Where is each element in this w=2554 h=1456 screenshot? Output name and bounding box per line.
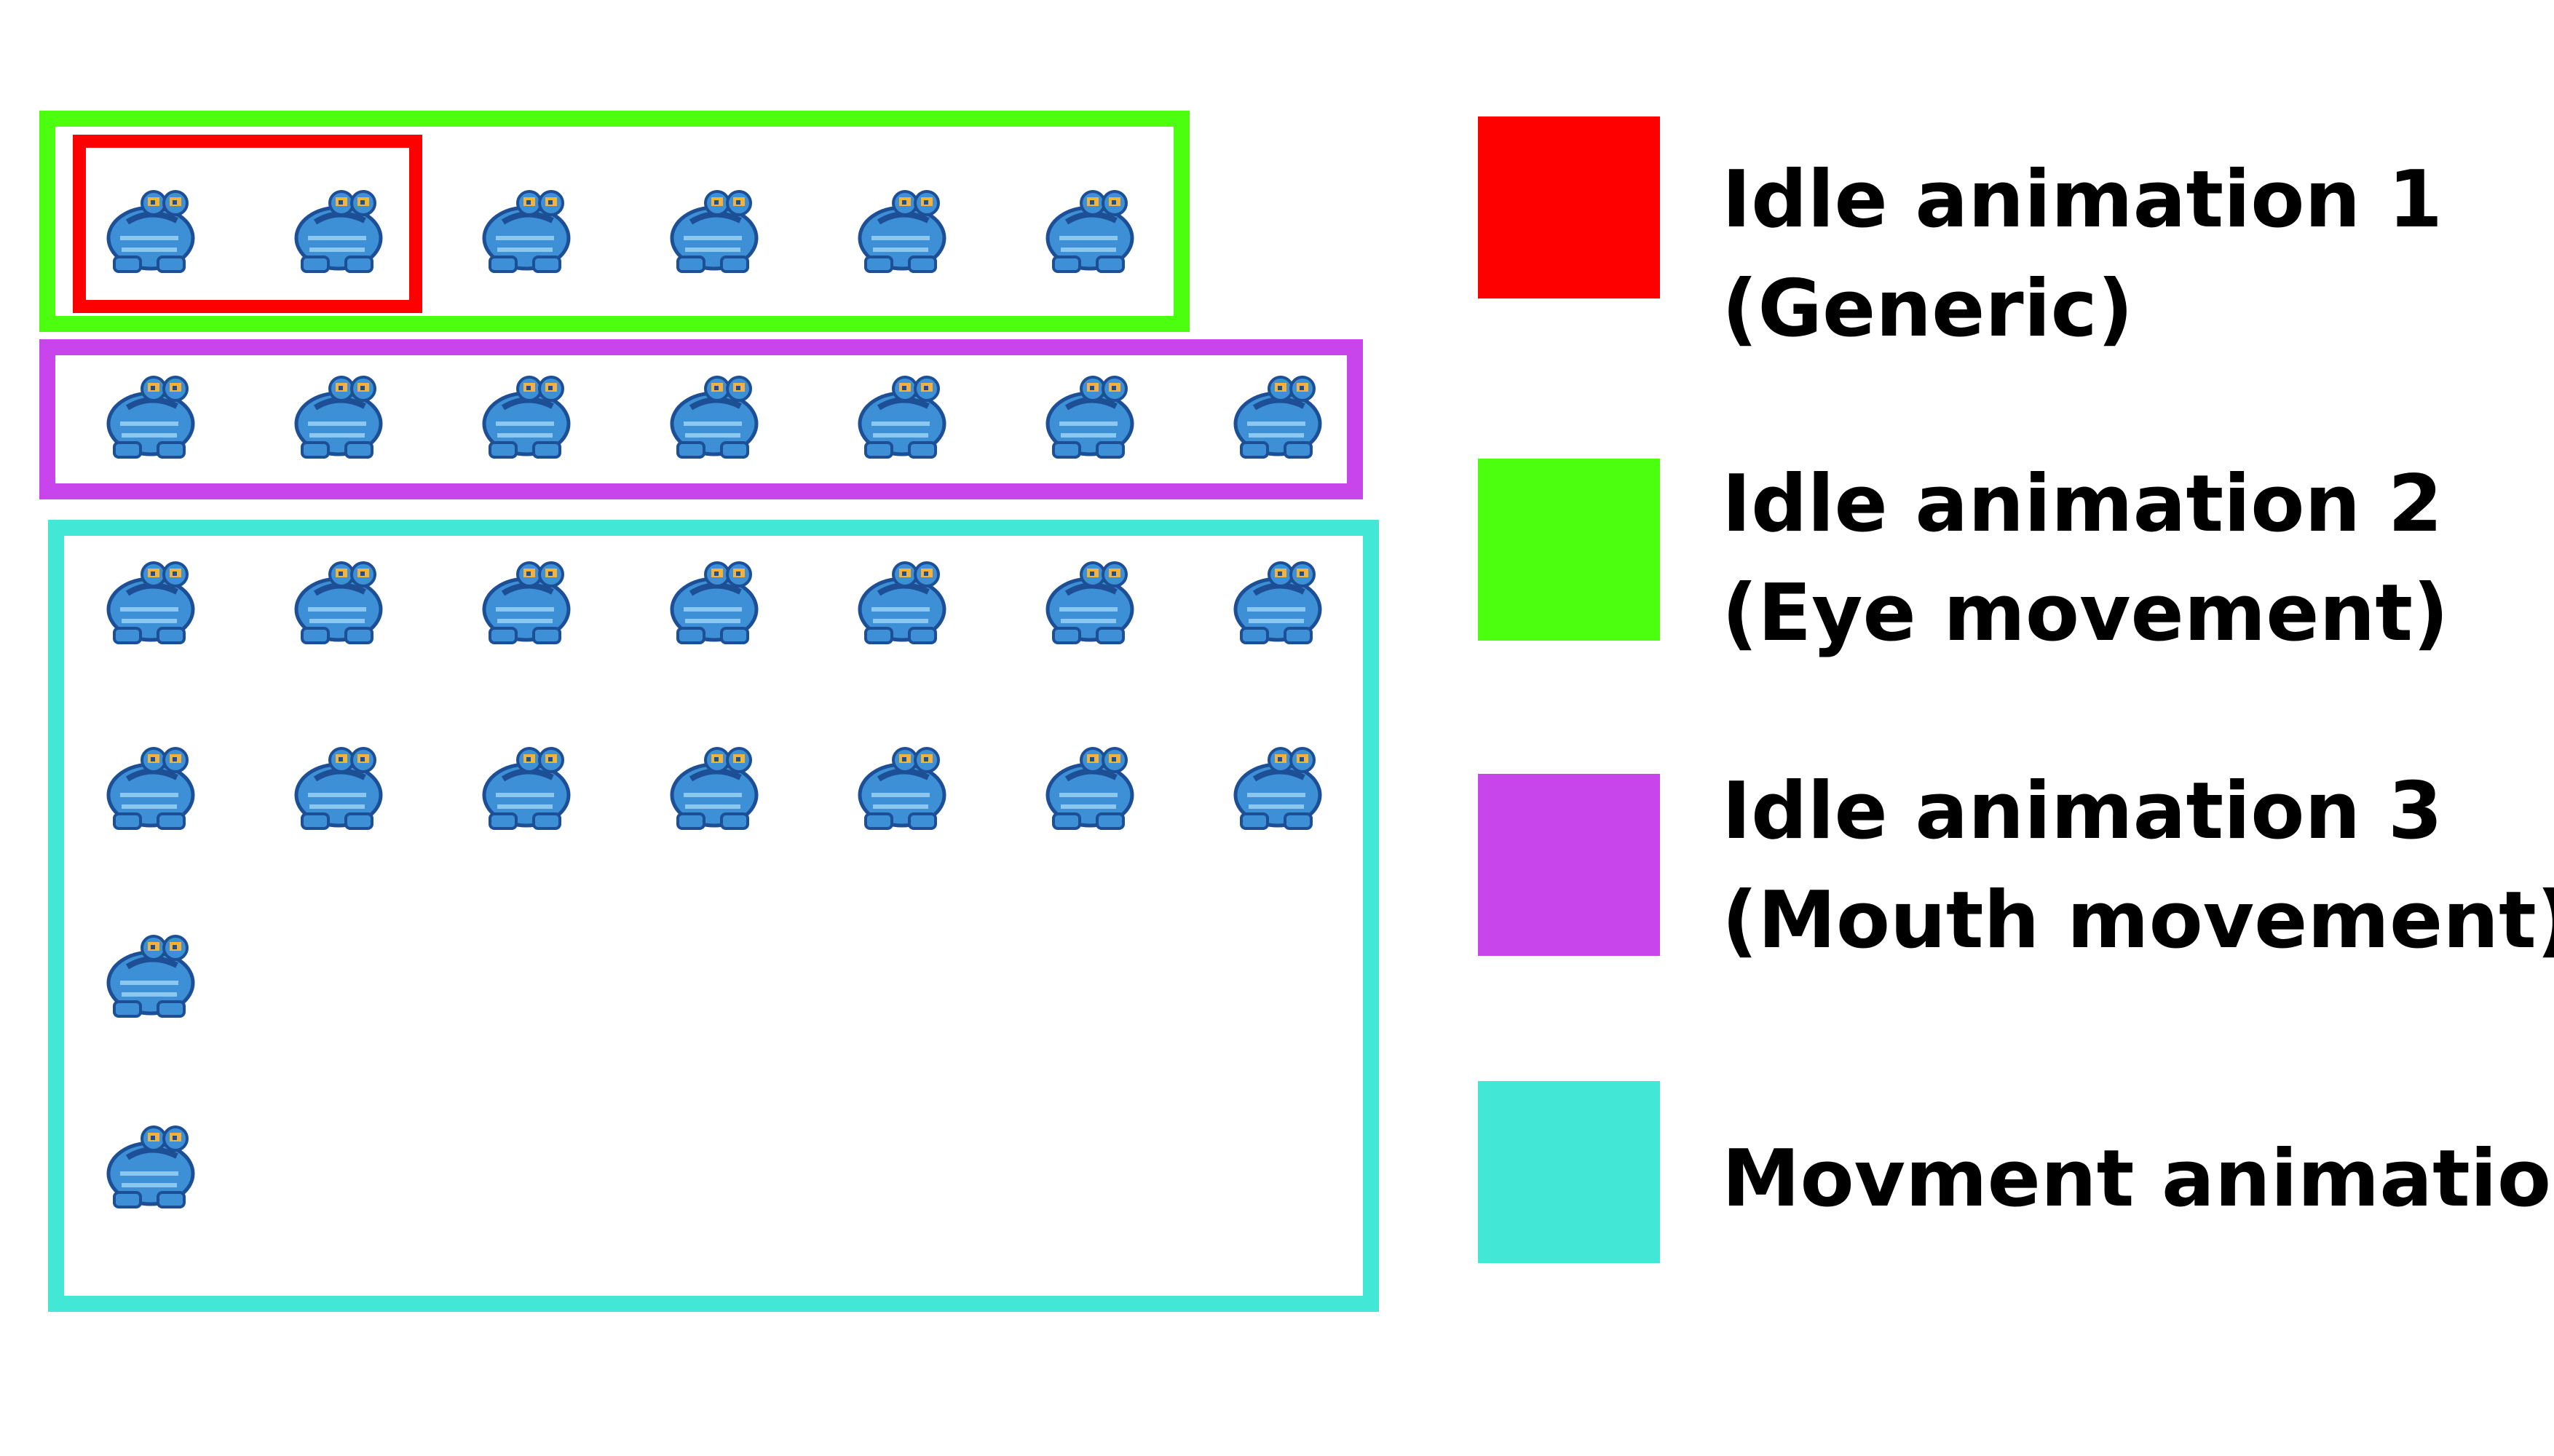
frog-sprite-icon xyxy=(1037,735,1139,837)
legend-label-line1: Idle animation 1 xyxy=(1722,154,2443,245)
frame-idle-1 xyxy=(73,135,422,313)
legend-label-idle-2: Idle animation 2 (Eye movement) xyxy=(1722,450,2448,668)
legend-label-movement: Movment animation xyxy=(1722,1125,2554,1234)
frog-sprite-icon xyxy=(474,178,576,280)
frog-sprite-icon xyxy=(98,550,200,652)
legend-label-line2: (Eye movement) xyxy=(1722,568,2449,659)
frog-sprite-icon xyxy=(286,364,388,466)
frog-sprite-icon xyxy=(286,178,388,280)
frog-sprite-icon xyxy=(662,735,764,837)
legend-label-idle-3: Idle animation 3 (Mouth movement) xyxy=(1722,757,2554,976)
legend-swatch-idle-3 xyxy=(1478,774,1660,956)
frog-sprite-icon xyxy=(98,364,200,466)
legend-swatch-idle-1 xyxy=(1478,116,1660,298)
frog-sprite-icon xyxy=(98,1114,200,1216)
frog-sprite-icon xyxy=(98,923,200,1025)
frog-sprite-icon xyxy=(1037,550,1139,652)
frog-sprite-icon xyxy=(474,735,576,837)
frog-sprite-icon xyxy=(662,178,764,280)
legend-label-line1: Idle animation 3 xyxy=(1722,766,2443,857)
frog-sprite-icon xyxy=(662,550,764,652)
frog-sprite-icon xyxy=(286,550,388,652)
frog-sprite-icon xyxy=(1225,364,1327,466)
legend-label-line1: Idle animation 2 xyxy=(1722,459,2443,550)
legend-swatch-idle-2 xyxy=(1478,459,1660,641)
frog-sprite-icon xyxy=(850,178,952,280)
frog-sprite-icon xyxy=(1225,550,1327,652)
legend-label-line2: (Mouth movement) xyxy=(1722,875,2554,966)
frog-sprite-icon xyxy=(662,364,764,466)
frog-sprite-icon xyxy=(286,735,388,837)
frame-idle-3 xyxy=(39,339,1363,499)
frame-idle-2 xyxy=(39,111,1190,332)
frog-sprite-icon xyxy=(1037,178,1139,280)
frog-sprite-icon xyxy=(98,735,200,837)
frog-sprite-icon xyxy=(1225,735,1327,837)
frog-sprite-icon xyxy=(850,364,952,466)
legend-swatch-movement xyxy=(1478,1081,1660,1263)
frog-sprite-icon xyxy=(850,550,952,652)
frog-sprite-icon xyxy=(1037,364,1139,466)
frame-movement xyxy=(48,520,1379,1312)
frog-sprite-icon xyxy=(474,364,576,466)
frog-sprite-icon xyxy=(98,178,200,280)
frog-sprite-icon xyxy=(474,550,576,652)
legend-label-idle-1: Idle animation 1 (Generic) xyxy=(1722,146,2443,364)
legend-label-line2: (Generic) xyxy=(1722,264,2134,355)
frog-sprite-icon xyxy=(850,735,952,837)
legend-label-line1: Movment animation xyxy=(1722,1133,2554,1224)
